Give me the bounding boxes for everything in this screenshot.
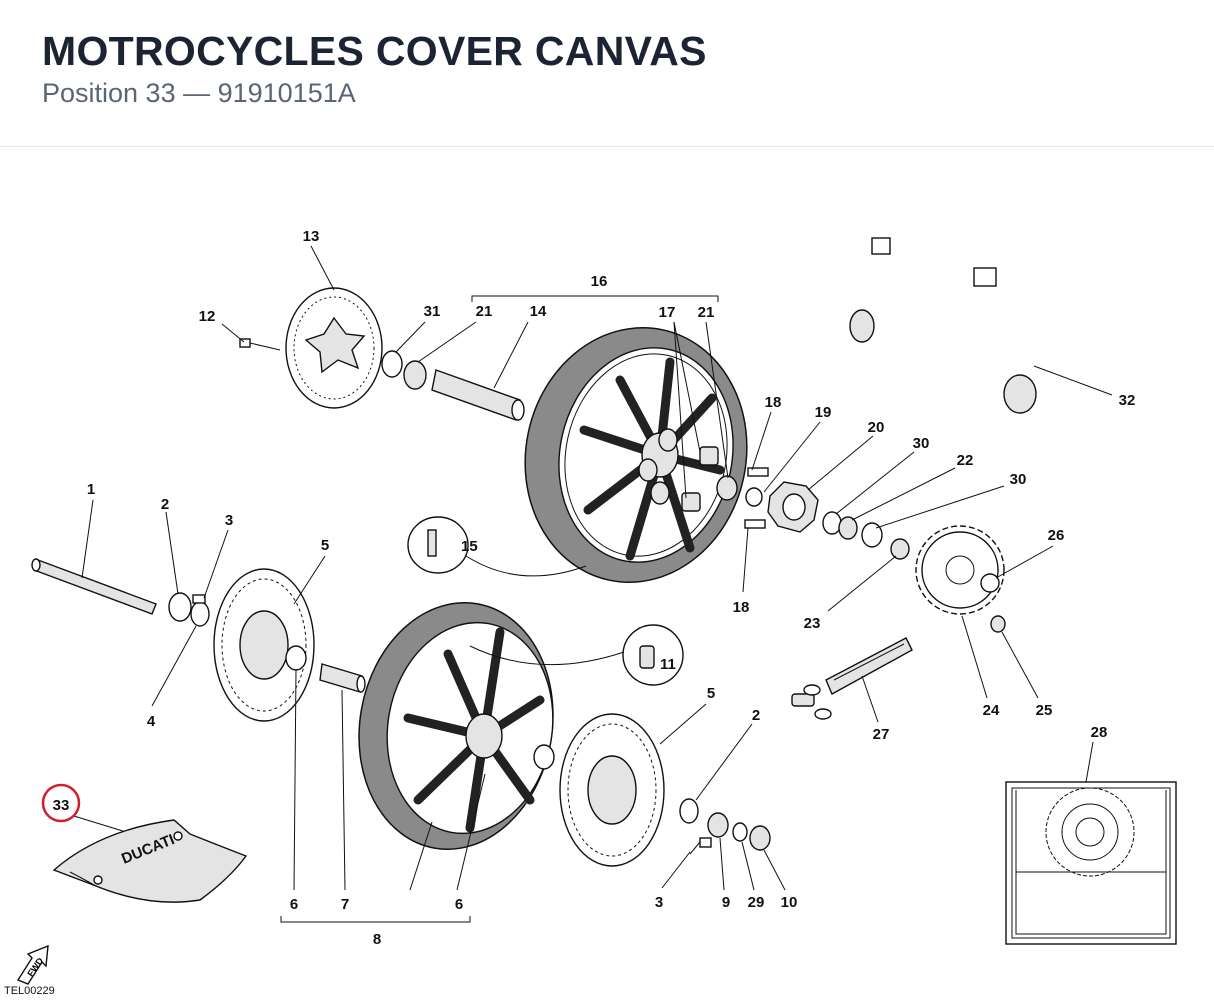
label-15[interactable]: 15	[461, 538, 478, 555]
label-7[interactable]: 7	[341, 896, 349, 913]
label-10[interactable]: 10	[781, 894, 798, 911]
label-1[interactable]: 1	[87, 481, 95, 498]
motorcycle-cover-canvas[interactable]: DUCATI	[52, 819, 248, 903]
spacer-2-right[interactable]	[679, 798, 699, 824]
front-axle-1[interactable]	[31, 558, 157, 615]
label-20[interactable]: 20	[868, 419, 885, 436]
label-11[interactable]: 11	[660, 656, 676, 673]
page-title: MOTROCYCLES COVER CANVAS	[42, 28, 707, 74]
label-19[interactable]: 19	[815, 404, 832, 421]
label-6-b[interactable]: 6	[455, 896, 463, 913]
label-21-a[interactable]: 21	[476, 303, 493, 320]
label-6-a[interactable]: 6	[290, 896, 298, 913]
label-28[interactable]: 28	[1091, 724, 1108, 741]
seal-30-a[interactable]	[822, 511, 842, 535]
label-33[interactable]: 33	[53, 797, 70, 814]
front-brake-disc-left[interactable]	[213, 568, 315, 722]
label-2-a[interactable]: 2	[161, 496, 169, 513]
bracket-8	[280, 916, 471, 923]
leader-lines	[73, 245, 1113, 891]
nut-25[interactable]	[990, 615, 1006, 633]
detail-callout-11[interactable]	[469, 624, 684, 686]
rear-paddock-stand[interactable]	[849, 205, 1143, 414]
spacer-tube-14[interactable]	[431, 369, 525, 421]
detail-callout-15[interactable]	[407, 516, 587, 577]
label-18-a[interactable]: 18	[765, 394, 782, 411]
part-labels: 13 12 31 21 14 16 17 21 18 19 20 30 22 3…	[87, 228, 1136, 948]
sprocket-carrier-20[interactable]	[767, 481, 819, 533]
bearing-21[interactable]	[403, 360, 427, 390]
front-brake-disc-right[interactable]	[559, 713, 665, 867]
label-8[interactable]: 8	[373, 931, 381, 948]
label-3-b[interactable]: 3	[655, 894, 663, 911]
label-25[interactable]: 25	[1036, 702, 1053, 719]
label-16[interactable]: 16	[591, 273, 608, 290]
label-24[interactable]: 24	[983, 702, 1000, 719]
chain-27[interactable]	[791, 637, 913, 720]
label-5-a[interactable]: 5	[321, 537, 329, 554]
nut-10[interactable]	[749, 825, 771, 851]
label-18-b[interactable]: 18	[733, 599, 750, 616]
drawing-code: TEL00229	[4, 985, 55, 997]
disc-bolt-12[interactable]	[239, 338, 281, 351]
spacer-2-left[interactable]	[168, 592, 192, 622]
page-subtitle: Position 33 — 91910151A	[42, 78, 356, 108]
label-30-a[interactable]: 30	[913, 435, 930, 452]
highlight-circle-33[interactable]	[41, 783, 81, 823]
label-17[interactable]: 17	[659, 304, 676, 321]
spacer-31[interactable]	[381, 350, 403, 378]
bearing-22[interactable]	[838, 516, 858, 540]
seal-30-b[interactable]	[861, 522, 883, 548]
bolt-3-lower[interactable]	[689, 837, 712, 855]
label-32[interactable]: 32	[1119, 392, 1136, 409]
spacer-tube-7[interactable]	[319, 663, 366, 693]
bearing-9[interactable]	[707, 812, 729, 838]
page-header: MOTROCYCLES COVER CANVAS Position 33 — 9…	[0, 0, 1214, 147]
circlip-26[interactable]	[980, 573, 1000, 593]
label-14[interactable]: 14	[530, 303, 547, 320]
label-26[interactable]: 26	[1048, 527, 1065, 544]
label-21-b[interactable]: 21	[698, 304, 715, 321]
label-12[interactable]: 12	[199, 308, 216, 325]
label-23[interactable]: 23	[804, 615, 821, 632]
label-29[interactable]: 29	[748, 894, 765, 911]
label-5-b[interactable]: 5	[707, 685, 715, 702]
label-9[interactable]: 9	[722, 894, 730, 911]
rear-sprocket-24[interactable]	[915, 525, 1005, 615]
label-3-a[interactable]: 3	[225, 512, 233, 529]
rear-hub-components[interactable]	[681, 446, 769, 529]
rear-brake-disc[interactable]	[285, 287, 383, 409]
label-31[interactable]: 31	[424, 303, 441, 320]
front-wheel[interactable]	[340, 587, 572, 865]
bolt-3-upper[interactable]	[192, 594, 206, 604]
rear-wheel[interactable]	[502, 307, 770, 603]
label-4[interactable]: 4	[147, 713, 156, 730]
washer-29[interactable]	[732, 822, 748, 842]
label-30-b[interactable]: 30	[1010, 471, 1027, 488]
forward-arrow-icon: FWD	[16, 944, 49, 985]
spacer-23[interactable]	[890, 538, 910, 560]
label-22[interactable]: 22	[957, 452, 974, 469]
label-2-b[interactable]: 2	[752, 707, 760, 724]
label-27[interactable]: 27	[873, 726, 890, 743]
label-13[interactable]: 13	[303, 228, 320, 245]
sprocket-template-28[interactable]	[1005, 781, 1177, 945]
bracket-16	[471, 295, 719, 302]
seal-4[interactable]	[190, 601, 210, 627]
